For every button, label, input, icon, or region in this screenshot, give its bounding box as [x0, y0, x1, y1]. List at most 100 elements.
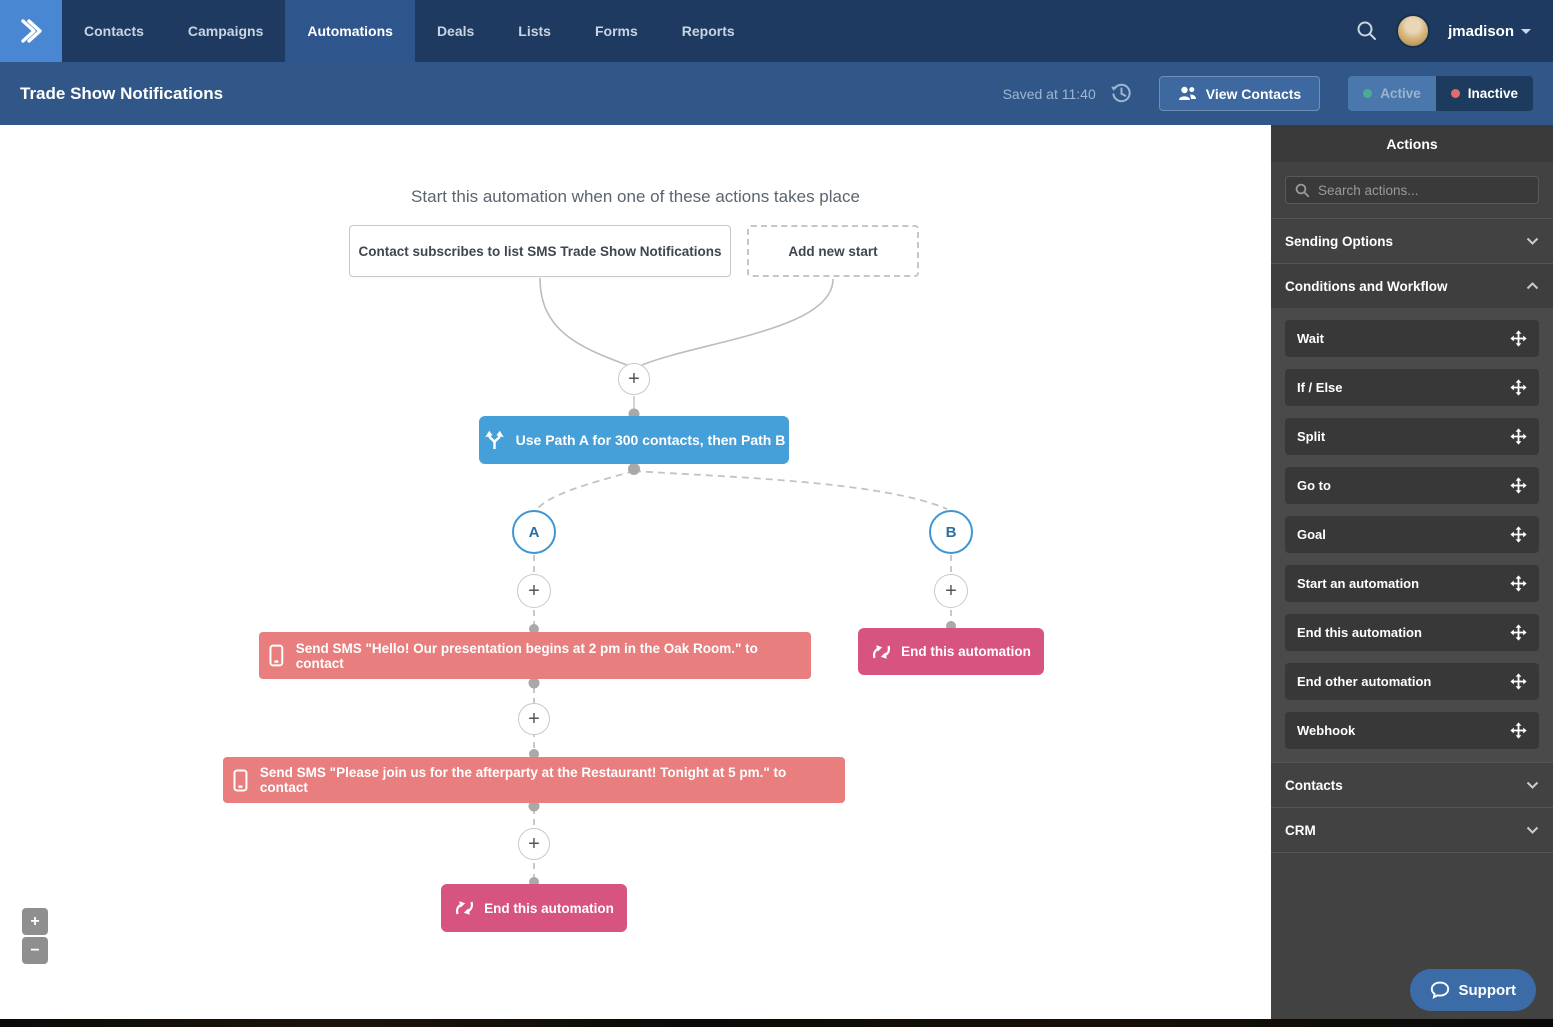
- action-card-label: Webhook: [1297, 723, 1356, 738]
- section-sending-options-label: Sending Options: [1285, 233, 1393, 249]
- zoom-out-button[interactable]: −: [22, 937, 48, 964]
- drag-move-icon[interactable]: [1510, 330, 1527, 347]
- chevron-down-icon: [1526, 237, 1539, 245]
- branch-a-node[interactable]: A: [512, 510, 556, 554]
- add-action-button-b1[interactable]: +: [934, 574, 968, 608]
- active-label: Active: [1380, 86, 1421, 101]
- status-active-button[interactable]: Active: [1348, 76, 1436, 111]
- user-menu[interactable]: jmadison: [1448, 23, 1531, 40]
- conditions-workflow-list: Wait If / Else Split: [1271, 308, 1553, 762]
- sidebar-search: [1271, 162, 1553, 218]
- drag-move-icon[interactable]: [1510, 624, 1527, 641]
- sms-node-2-label: Send SMS "Please join us for the afterpa…: [259, 765, 787, 795]
- canvas-heading: Start this automation when one of these …: [411, 187, 860, 206]
- split-arrows-icon: [484, 430, 504, 449]
- phone-icon: [269, 644, 284, 667]
- nav-item-contacts[interactable]: Contacts: [84, 23, 144, 39]
- support-label: Support: [1458, 981, 1517, 999]
- action-card-label: Start an automation: [1297, 576, 1420, 591]
- action-card-split[interactable]: Split: [1285, 418, 1539, 455]
- action-card-start-automation[interactable]: Start an automation: [1285, 565, 1539, 602]
- split-path-node[interactable]: Use Path A for 300 contacts, then Path B: [479, 416, 789, 464]
- start-trigger-node[interactable]: Contact subscribes to list SMS Trade Sho…: [349, 225, 731, 277]
- activecampaign-logo[interactable]: [0, 0, 62, 62]
- avatar[interactable]: [1396, 14, 1431, 48]
- status-inactive-button[interactable]: Inactive: [1435, 76, 1533, 111]
- branch-b-node[interactable]: B: [929, 510, 973, 554]
- header-actions: Saved at 11:40 View Contacts Active: [1003, 76, 1533, 111]
- action-card-goal[interactable]: Goal: [1285, 516, 1539, 553]
- logo-chevron-icon: [21, 19, 42, 43]
- section-sending-options[interactable]: Sending Options: [1271, 218, 1553, 263]
- search-icon[interactable]: [1356, 20, 1378, 42]
- end-node-b-label: End this automation: [901, 644, 1031, 659]
- drag-move-icon[interactable]: [1510, 673, 1527, 690]
- user-menu-label: jmadison: [1448, 22, 1514, 40]
- drag-move-icon[interactable]: [1510, 526, 1527, 543]
- nav-item-reports[interactable]: Reports: [681, 23, 735, 39]
- chevron-down-icon: [1526, 781, 1539, 789]
- send-sms-node-2[interactable]: Send SMS "Please join us for the afterpa…: [223, 757, 845, 803]
- send-sms-node-1[interactable]: Send SMS "Hello! Our presentation begins…: [259, 632, 811, 679]
- action-card-end-other-automation[interactable]: End other automation: [1285, 663, 1539, 700]
- add-action-button-a3[interactable]: +: [518, 828, 550, 860]
- section-conditions-workflow[interactable]: Conditions and Workflow: [1271, 263, 1553, 308]
- chevron-up-icon: [1526, 282, 1539, 290]
- section-crm[interactable]: CRM: [1271, 807, 1553, 852]
- top-navigation: Contacts Campaigns Automations Deals Lis…: [0, 0, 1553, 62]
- drag-move-icon[interactable]: [1510, 575, 1527, 592]
- zoom-controls: + −: [22, 908, 48, 964]
- status-toggle: Active Inactive: [1348, 76, 1533, 111]
- add-action-button-a2[interactable]: +: [518, 703, 550, 735]
- nav-item-lists[interactable]: Lists: [518, 23, 551, 39]
- view-contacts-label: View Contacts: [1205, 85, 1302, 102]
- section-contacts[interactable]: Contacts: [1271, 762, 1553, 807]
- nav-item-deals[interactable]: Deals: [436, 23, 475, 39]
- support-button[interactable]: Support: [1409, 969, 1536, 1011]
- automation-header: Trade Show Notifications Saved at 11:40 …: [0, 62, 1553, 125]
- action-card-label: End this automation: [1297, 625, 1422, 640]
- nav-item-forms[interactable]: Forms: [594, 23, 638, 39]
- desktop-background-strip: [0, 1019, 1553, 1027]
- add-action-button-a1[interactable]: +: [517, 574, 551, 608]
- phone-icon: [233, 769, 248, 791]
- view-contacts-button[interactable]: View Contacts: [1158, 76, 1321, 111]
- action-card-if-else[interactable]: If / Else: [1285, 369, 1539, 406]
- action-card-wait[interactable]: Wait: [1285, 320, 1539, 357]
- drag-move-icon[interactable]: [1510, 379, 1527, 396]
- section-contacts-label: Contacts: [1285, 777, 1343, 793]
- history-clock-icon: [1110, 83, 1131, 103]
- action-card-end-this-automation[interactable]: End this automation: [1285, 614, 1539, 651]
- action-card-label: Goal: [1297, 527, 1326, 542]
- section-crm-label: CRM: [1285, 822, 1316, 838]
- contacts-people-icon: [1178, 86, 1196, 100]
- drag-move-icon[interactable]: [1510, 477, 1527, 494]
- end-node-a-label: End this automation: [484, 900, 614, 916]
- main-menu: Contacts Campaigns Automations Deals Lis…: [62, 0, 757, 62]
- drag-move-icon[interactable]: [1510, 428, 1527, 445]
- action-card-go-to[interactable]: Go to: [1285, 467, 1539, 504]
- add-new-start-button[interactable]: Add new start: [747, 225, 919, 277]
- search-actions-input[interactable]: [1285, 176, 1539, 204]
- nav-item-automations[interactable]: Automations: [285, 0, 415, 62]
- nav-item-campaigns[interactable]: Campaigns: [187, 23, 264, 39]
- action-card-webhook[interactable]: Webhook: [1285, 712, 1539, 749]
- end-automation-node-a[interactable]: End this automation: [441, 884, 627, 932]
- revision-history-button[interactable]: [1110, 82, 1133, 105]
- action-card-label: End other automation: [1297, 674, 1432, 689]
- page-title: Trade Show Notifications: [20, 83, 224, 103]
- chevron-down-icon: [1521, 28, 1531, 34]
- zoom-in-button[interactable]: +: [22, 908, 48, 935]
- active-dot-icon: [1363, 89, 1373, 98]
- inactive-dot-icon: [1450, 89, 1460, 98]
- saved-status: Saved at 11:40: [1002, 85, 1096, 102]
- drag-move-icon[interactable]: [1510, 722, 1527, 739]
- chat-bubble-icon: [1430, 981, 1449, 999]
- inactive-label: Inactive: [1467, 86, 1518, 101]
- add-action-button-top[interactable]: +: [618, 363, 650, 395]
- action-card-label: If / Else: [1297, 380, 1343, 395]
- chevron-down-icon: [1526, 826, 1539, 834]
- split-node-label: Use Path A for 300 contacts, then Path B: [515, 432, 786, 448]
- action-card-label: Split: [1297, 429, 1326, 444]
- end-automation-node-b[interactable]: End this automation: [858, 628, 1044, 675]
